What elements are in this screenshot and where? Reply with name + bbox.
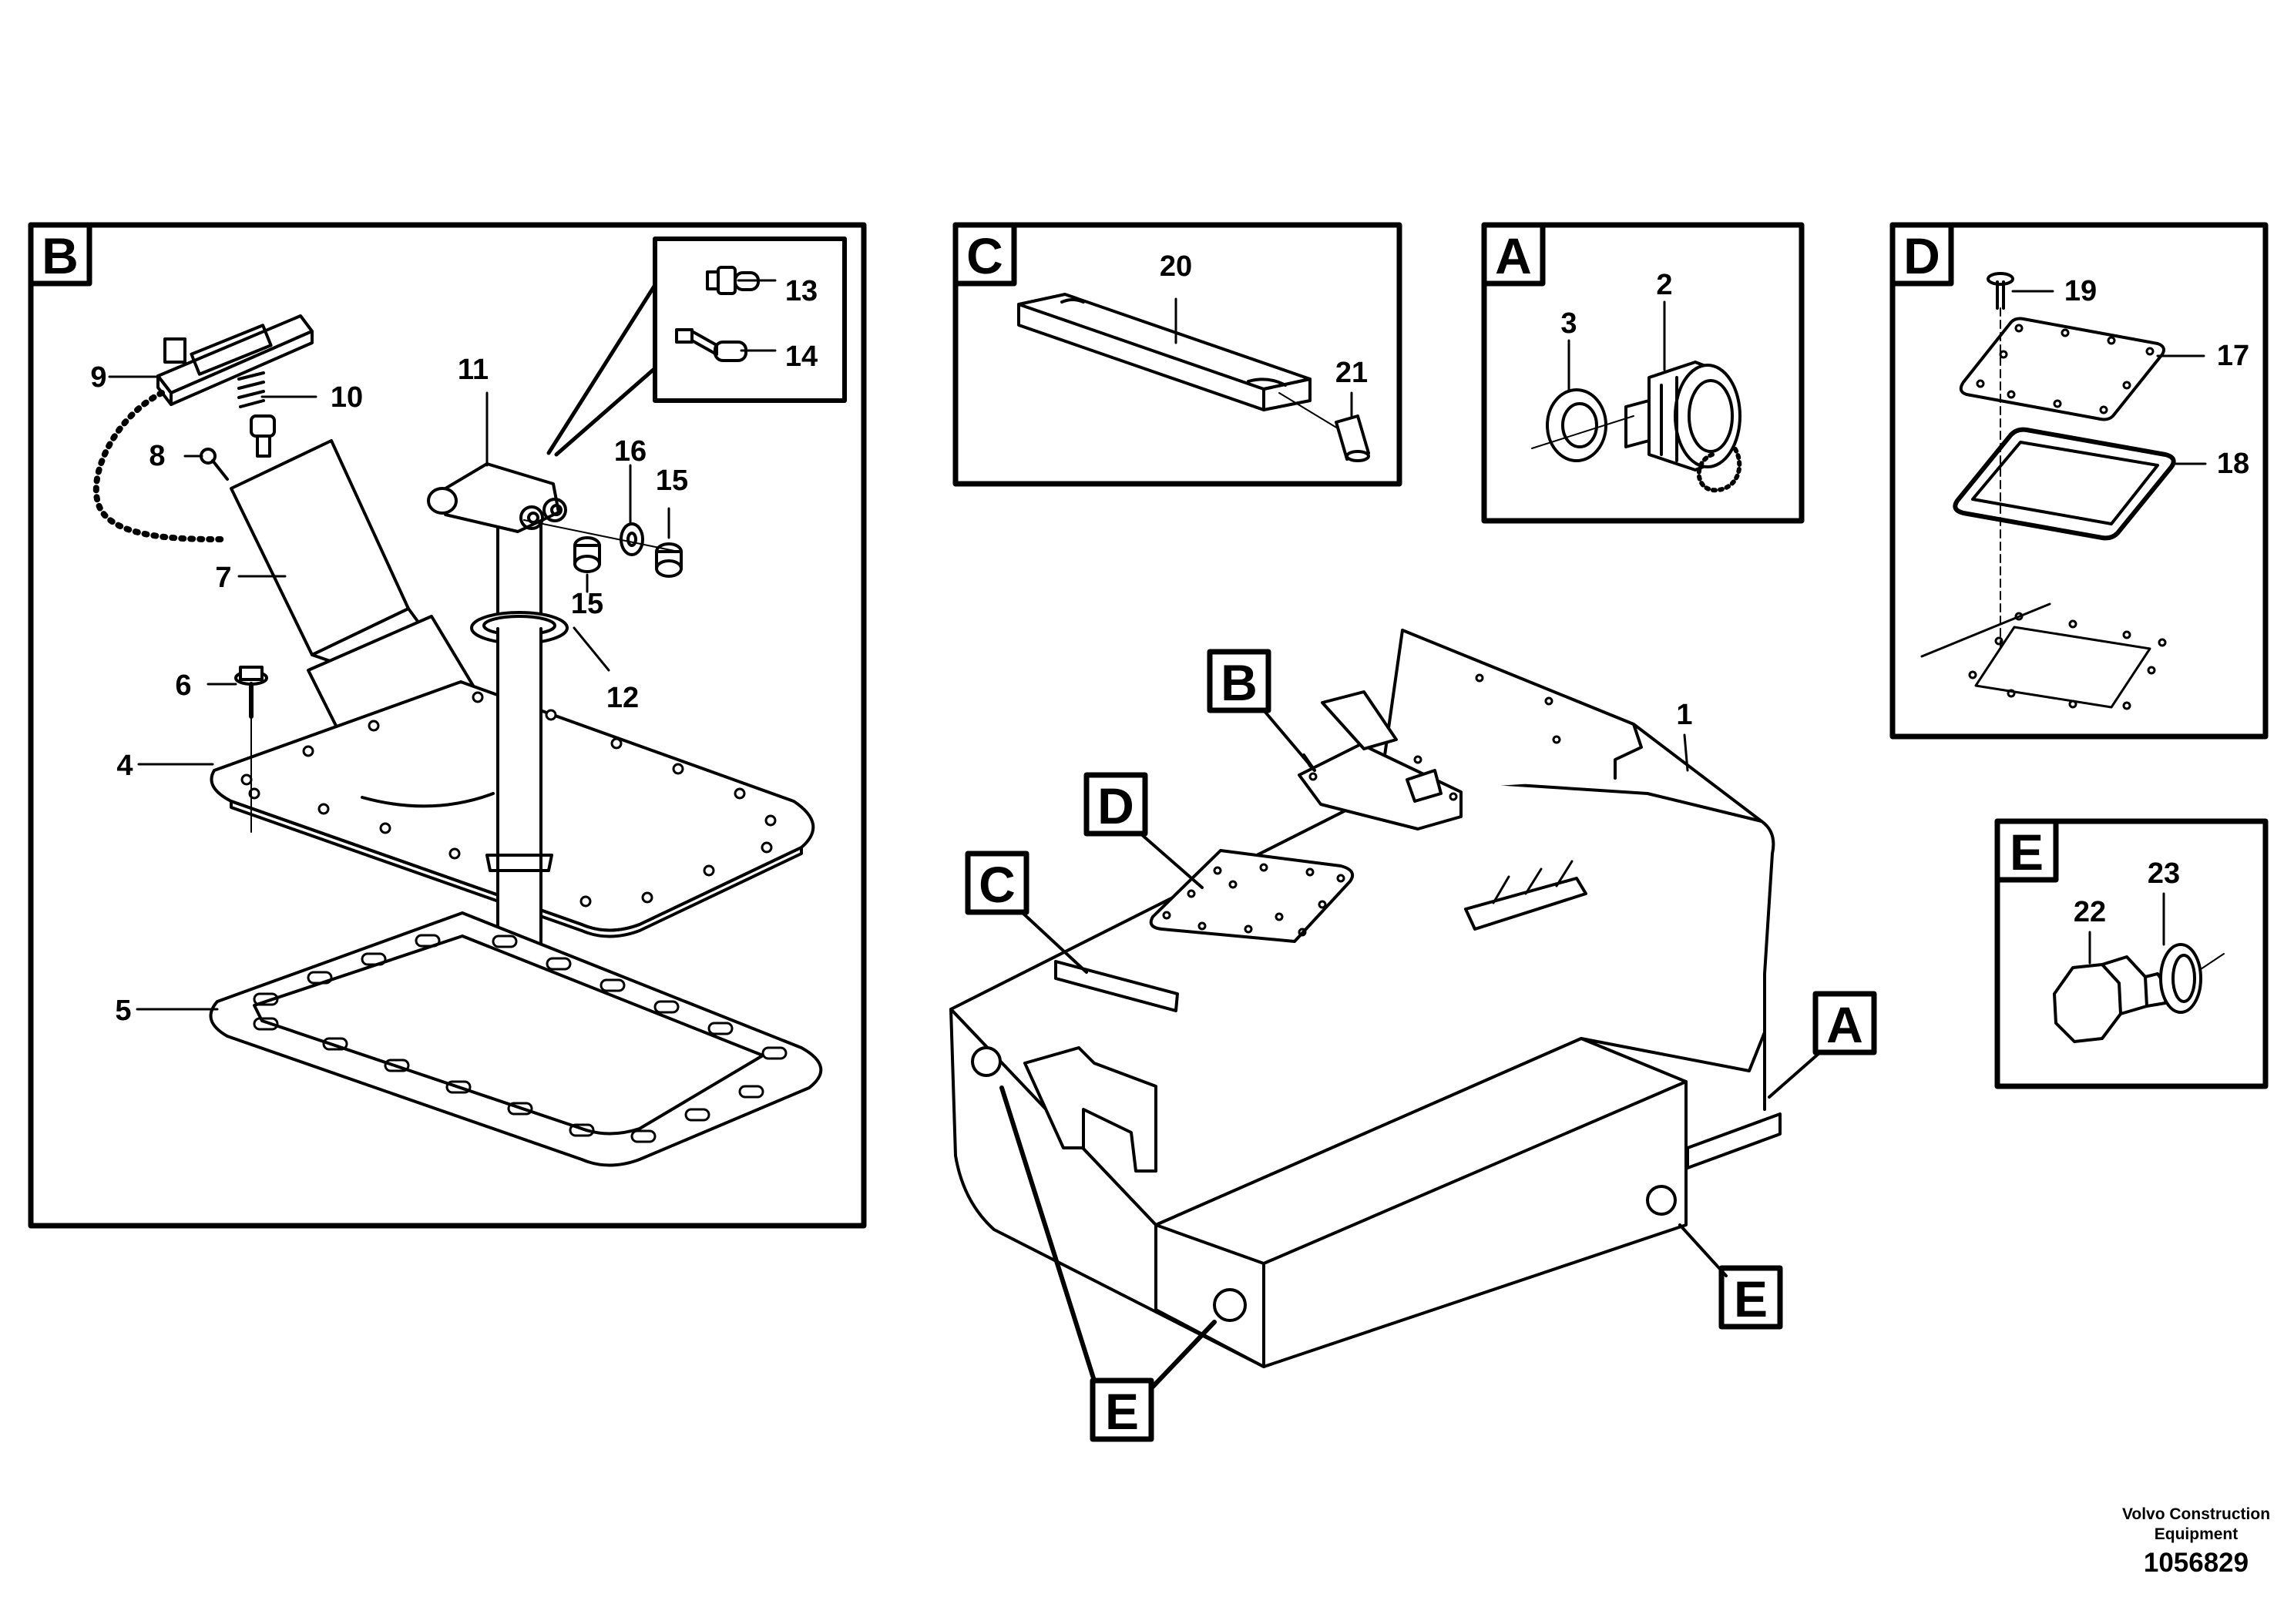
flange-bolt-6 <box>234 666 268 833</box>
callout-23: 23 <box>2148 857 2180 890</box>
pin-21 <box>1278 392 1370 462</box>
panel-b-label: B <box>42 227 79 284</box>
callout-10: 10 <box>331 381 363 414</box>
callout-17: 17 <box>2217 340 2249 372</box>
detail-panel-a: A 3 2 <box>1481 222 1805 524</box>
callout-14: 14 <box>785 341 818 373</box>
footer: Volvo Construction Equipment 1056829 <box>2122 1505 2270 1578</box>
callout-4: 4 <box>116 750 133 782</box>
detail-panel-c: C 20 21 <box>952 222 1402 487</box>
panel-e-label: E <box>2010 824 2044 881</box>
bolt-fitting-14 <box>675 328 747 362</box>
washer-16 <box>620 522 644 556</box>
callout-18: 18 <box>2217 448 2249 480</box>
detail-panel-b: B <box>28 222 867 1229</box>
detail-panel-e: E 22 23 <box>1994 818 2269 1089</box>
panel-a-label: A <box>1495 227 1532 284</box>
panel-a-leaders <box>1567 300 1666 393</box>
gasket-18 <box>1953 427 2176 541</box>
fuel-tank-1 <box>949 629 1782 1368</box>
panel-e-leaders <box>2088 892 2165 965</box>
panel-d-leaders <box>2011 290 2207 465</box>
tank-opening <box>1920 602 2167 710</box>
callout-13: 13 <box>785 275 818 307</box>
screw-19 <box>1987 272 2014 310</box>
axis-line-e <box>2200 953 2225 970</box>
bracket-20 <box>1017 293 1312 411</box>
callout-8: 8 <box>149 440 165 472</box>
callout-11: 11 <box>458 354 489 386</box>
brand-line-1: Volvo Construction <box>2122 1505 2270 1523</box>
plug-15-upper <box>655 542 683 578</box>
callout-20: 20 <box>1160 250 1192 283</box>
callout-2: 2 <box>1656 269 1672 301</box>
tank-callout-c: C <box>979 856 1016 913</box>
callout-1: 1 <box>1676 699 1692 731</box>
callout-21: 21 <box>1335 357 1368 389</box>
panel-c-label: C <box>966 227 1003 284</box>
callout-16: 16 <box>614 435 647 468</box>
brand-line-2: Equipment <box>2155 1525 2239 1543</box>
tank-view-callouts: B D C A E E 1 <box>965 649 1877 1442</box>
tank-callout-a: A <box>1826 996 1863 1053</box>
panel-b-leaders <box>108 279 777 1011</box>
callout-7: 7 <box>215 562 231 594</box>
callout-15-upper: 15 <box>656 465 688 497</box>
detail-panel-d: D <box>1889 222 2269 740</box>
seal-ring-23 <box>2159 943 2202 1014</box>
seal-ring-12 <box>470 611 569 653</box>
coupling-axis-line <box>1531 415 1634 449</box>
panel-c-leaders <box>1174 297 1353 418</box>
callout-15-lower: 15 <box>571 588 603 620</box>
filler-cap-9 <box>156 314 314 406</box>
callout-19: 19 <box>2064 275 2097 307</box>
cap-chain <box>92 390 227 542</box>
tank-callout-e-right: E <box>1734 1270 1768 1327</box>
test-coupling-2 <box>1624 361 1742 493</box>
callout-9: 9 <box>90 361 106 394</box>
inset-fittings-box <box>546 237 847 457</box>
gasket-5 <box>209 911 823 1167</box>
plug-15-lower <box>573 536 601 573</box>
callout-22: 22 <box>2074 896 2106 928</box>
cover-plate-17 <box>1959 317 2165 421</box>
tank-callout-b: B <box>1221 654 1258 711</box>
document-number: 1056829 <box>2144 1548 2249 1578</box>
callout-3: 3 <box>1560 307 1577 340</box>
panel-d-label: D <box>1903 227 1940 284</box>
callout-6: 6 <box>175 669 191 702</box>
callout-5: 5 <box>115 995 131 1027</box>
assembly-line <box>523 519 679 552</box>
callout-12: 12 <box>606 682 639 714</box>
tank-callout-d: D <box>1097 777 1134 834</box>
tank-callout-e-left: E <box>1105 1383 1139 1440</box>
filler-strainer-10 <box>237 371 276 458</box>
screw-8 <box>200 448 229 481</box>
washer-3 <box>1546 388 1607 462</box>
drain-plug-22 <box>2053 955 2168 1043</box>
